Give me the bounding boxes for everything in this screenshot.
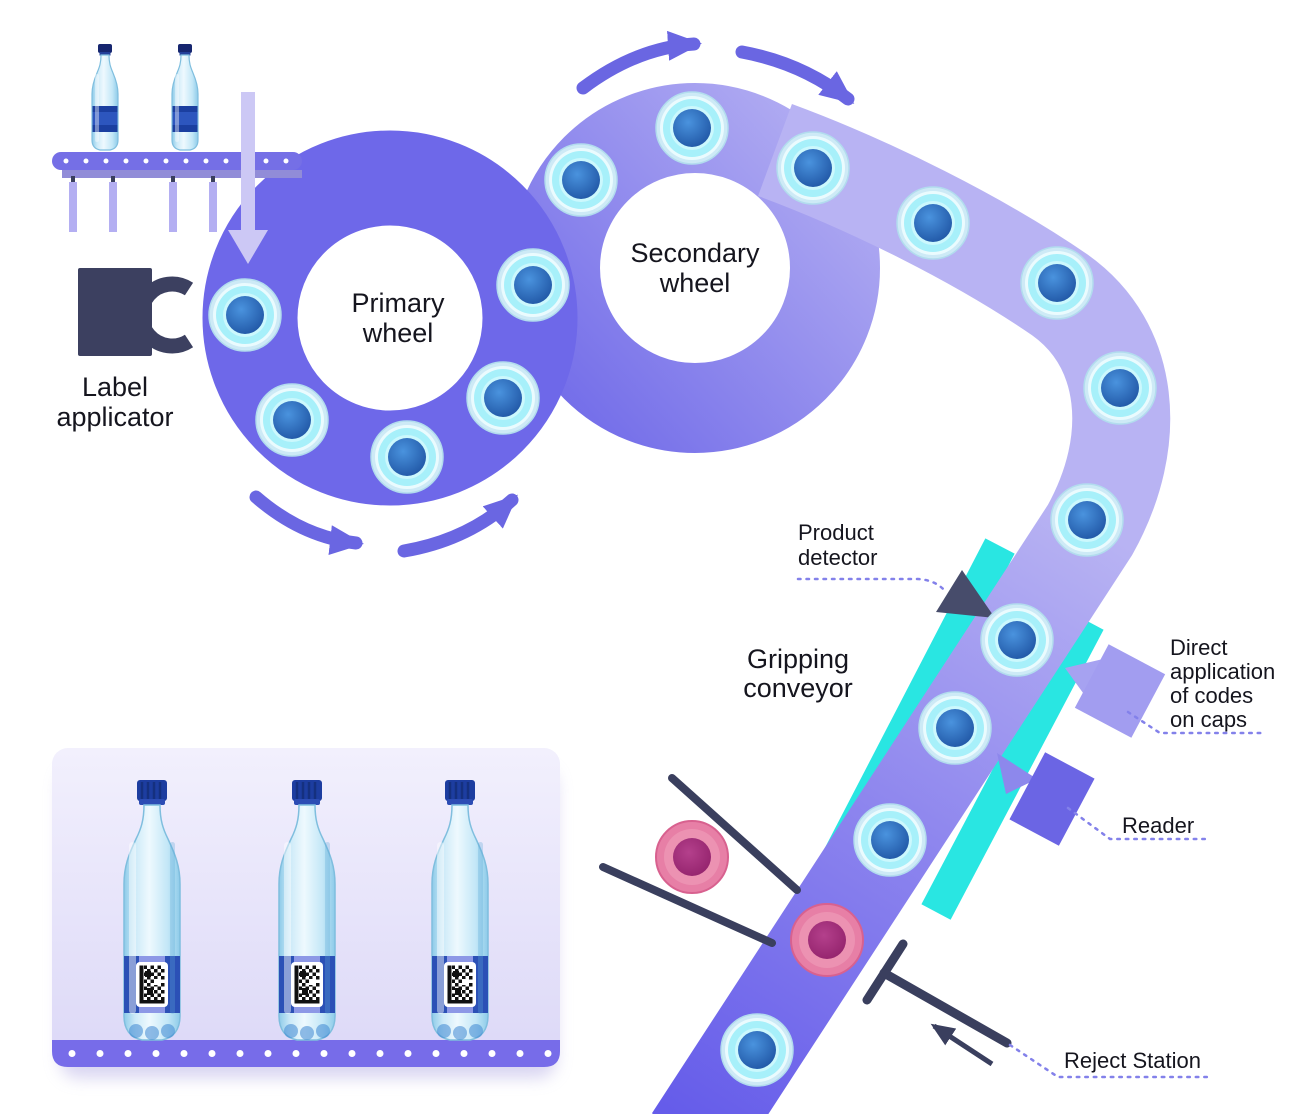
infeed-belt bbox=[52, 152, 302, 170]
belt-dot bbox=[544, 1050, 552, 1057]
label-applicator-text: applicator bbox=[56, 402, 173, 432]
infeed-conveyor bbox=[52, 43, 302, 232]
infeed-bottle bbox=[91, 43, 119, 151]
bottle-cap bbox=[370, 420, 444, 494]
belt-dot bbox=[124, 1050, 132, 1057]
direct-application-label: on caps bbox=[1170, 707, 1247, 732]
primary-rotation-arrows bbox=[249, 490, 519, 558]
infeed-bottle bbox=[171, 43, 199, 151]
card-belt-dots bbox=[68, 1050, 552, 1057]
secondary-rotation-arrows bbox=[576, 30, 855, 106]
belt-dot bbox=[208, 1050, 216, 1057]
belt-dot bbox=[143, 158, 149, 164]
belt-dot bbox=[63, 158, 69, 164]
bottle-cap bbox=[853, 803, 927, 877]
belt-dot bbox=[152, 1050, 160, 1057]
code-applicator-beam-icon bbox=[1065, 659, 1103, 697]
belt-dot bbox=[320, 1050, 328, 1057]
belt-dot bbox=[236, 1050, 244, 1057]
belt-dot bbox=[163, 158, 169, 164]
rejected-bottle-cap bbox=[655, 820, 729, 894]
connector-reader bbox=[1066, 806, 1207, 841]
belt-dot bbox=[263, 158, 269, 164]
belt-dot bbox=[292, 1050, 300, 1057]
bottle-cap bbox=[1083, 351, 1157, 425]
label-applicator-icon bbox=[78, 268, 194, 356]
bottle-cap bbox=[980, 603, 1054, 677]
reader-beam-icon bbox=[997, 753, 1037, 794]
connector-reject-station bbox=[1008, 1043, 1210, 1079]
belt-dot bbox=[103, 158, 109, 164]
secondary-wheel-label: Secondary bbox=[630, 238, 760, 268]
belt-dot bbox=[348, 1050, 356, 1057]
bottle-cap bbox=[918, 691, 992, 765]
reject-direction-arrow bbox=[930, 1023, 994, 1067]
belt-dot bbox=[83, 158, 89, 164]
dotted-connectors bbox=[796, 577, 1264, 1079]
belt-dot bbox=[203, 158, 209, 164]
bottle-cap bbox=[466, 361, 540, 435]
code-applicator-device bbox=[1074, 644, 1166, 738]
belt-dots bbox=[63, 158, 289, 164]
bottle-cap bbox=[544, 143, 618, 217]
bottle-cap bbox=[896, 186, 970, 260]
belt-dot bbox=[460, 1050, 468, 1057]
reader-device bbox=[1009, 752, 1095, 846]
belt-dot bbox=[432, 1050, 440, 1057]
product-detector-label: detector bbox=[798, 545, 878, 570]
secondary-wheel-label: wheel bbox=[659, 268, 731, 298]
rejected-bottle-cap bbox=[790, 903, 864, 977]
reject-chute-line bbox=[668, 774, 801, 894]
text-labels: Label applicator Primary wheel Secondary… bbox=[56, 238, 1275, 1073]
coded-bottles-card bbox=[52, 748, 560, 1078]
reject-pusher bbox=[862, 939, 1012, 1048]
belt-dot bbox=[488, 1050, 496, 1057]
belt-dot bbox=[283, 158, 289, 164]
bottle-cap bbox=[655, 91, 729, 165]
label-applicator-text: Label bbox=[82, 372, 148, 402]
connector-product-detector bbox=[796, 577, 948, 594]
gripping-conveyor-label: conveyor bbox=[743, 673, 853, 703]
gripping-conveyor-label: Gripping bbox=[747, 644, 849, 674]
belt-dot bbox=[183, 158, 189, 164]
direct-application-label: application bbox=[1170, 659, 1275, 684]
belt-dot bbox=[516, 1050, 524, 1057]
belt-dot bbox=[180, 1050, 188, 1057]
belt-dot bbox=[264, 1050, 272, 1057]
reject-station-label: Reject Station bbox=[1064, 1048, 1201, 1073]
primary-wheel-label: Primary bbox=[352, 288, 445, 318]
belt-dot bbox=[376, 1050, 384, 1057]
card-belt bbox=[52, 1040, 560, 1067]
bottle-cap bbox=[1020, 246, 1094, 320]
reject-chute-line bbox=[599, 863, 776, 947]
direct-application-label: of codes bbox=[1170, 683, 1253, 708]
product-detector-label: Product bbox=[798, 520, 874, 545]
belt-dot bbox=[96, 1050, 104, 1057]
reject-chute bbox=[599, 774, 801, 947]
primary-wheel-label: wheel bbox=[362, 318, 434, 348]
belt-dot bbox=[68, 1050, 76, 1057]
bottle-cap bbox=[776, 131, 850, 205]
product-detector-triangle bbox=[936, 570, 995, 618]
bottle-cap bbox=[720, 1013, 794, 1087]
direct-application-label: Direct bbox=[1170, 635, 1227, 660]
bottle-cap bbox=[1050, 483, 1124, 557]
reader-label: Reader bbox=[1122, 813, 1194, 838]
infeed-down-arrow bbox=[228, 92, 268, 264]
belt-dot bbox=[223, 158, 229, 164]
bottle-cap bbox=[208, 278, 282, 352]
belt-dot bbox=[404, 1050, 412, 1057]
bottle-cap bbox=[255, 383, 329, 457]
bottle-cap bbox=[496, 248, 570, 322]
belt-dot bbox=[123, 158, 129, 164]
